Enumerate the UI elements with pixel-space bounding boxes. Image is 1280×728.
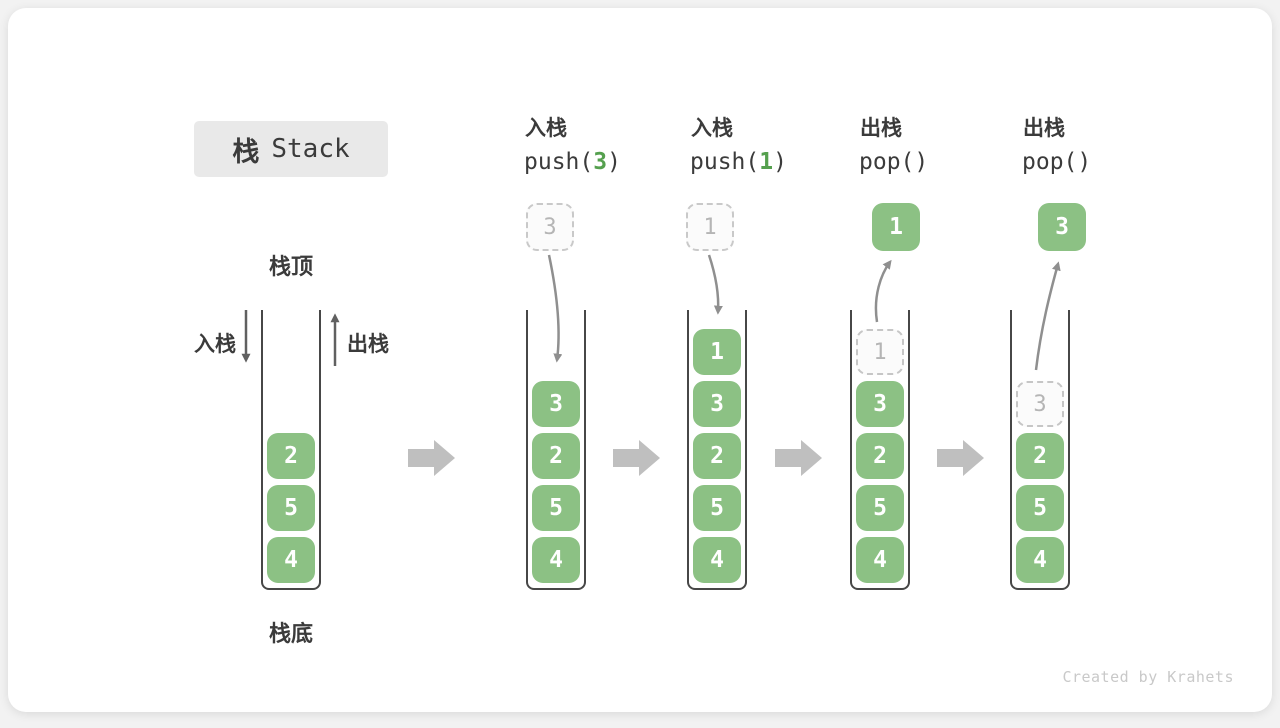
stack-cell: 3 (856, 381, 904, 427)
code-arg: 3 (593, 149, 608, 175)
block-right-arrow-icon (937, 440, 984, 476)
stack-cell: 4 (267, 537, 315, 583)
push-direction-label: 入栈 (194, 333, 236, 356)
incoming-value-box: 3 (526, 203, 574, 251)
stack-cell: 2 (693, 433, 741, 479)
stack-cell: 2 (856, 433, 904, 479)
stack-cell: 2 (532, 433, 580, 479)
code-post: ) (607, 149, 621, 175)
stack-cell: 3 (693, 381, 741, 427)
code-pre: pop() (1022, 149, 1092, 175)
stage-op-label: 入栈 (691, 117, 733, 140)
stack-cell: 2 (267, 433, 315, 479)
stack-cell: 5 (693, 485, 741, 531)
stack-cell: 4 (856, 537, 904, 583)
code-arg: 1 (759, 149, 774, 175)
stack-cell: 5 (856, 485, 904, 531)
stack-cell: 5 (1016, 485, 1064, 531)
block-right-arrow-icon (775, 440, 822, 476)
stage-op-label: 入栈 (525, 117, 567, 140)
stack-cell: 5 (532, 485, 580, 531)
block-right-arrow-icon (408, 440, 455, 476)
ghost-cell: 1 (856, 329, 904, 375)
code-pre: push( (524, 149, 594, 175)
curved-down-arrow-icon (707, 254, 723, 315)
code-pre: push( (690, 149, 760, 175)
stack-cell: 2 (1016, 433, 1064, 479)
popped-value-box: 3 (1038, 203, 1086, 251)
stage-op-code: pop() (859, 149, 928, 175)
ghost-cell: 3 (1016, 381, 1064, 427)
popped-value-box: 1 (872, 203, 920, 251)
credit-text: Created by Krahets (1062, 668, 1234, 686)
stage-op-label: 出栈 (1023, 117, 1065, 140)
stack-cell: 4 (1016, 537, 1064, 583)
title-zh: 栈 (232, 136, 260, 167)
diagram-canvas: 栈 Stack 栈顶 栈底 入栈 出栈 2 5 4 入栈 push(3) 3 3… (8, 8, 1272, 712)
stack-top-label: 栈顶 (268, 254, 313, 279)
stage-op-code: push(1) (690, 149, 787, 175)
stack-cell: 4 (532, 537, 580, 583)
stack-cell: 4 (693, 537, 741, 583)
incoming-value-box: 1 (686, 203, 734, 251)
code-post: ) (773, 149, 787, 175)
stage-op-code: push(3) (524, 149, 621, 175)
stack-bottom-label: 栈底 (268, 621, 313, 646)
stage-op-code: pop() (1022, 149, 1091, 175)
stack-cell: 5 (267, 485, 315, 531)
arrows-overlay (241, 254, 1061, 476)
stack-cell: 1 (693, 329, 741, 375)
stage-op-label: 出栈 (860, 117, 902, 140)
title-en: Stack (271, 134, 350, 164)
title-badge: 栈 Stack (194, 121, 388, 177)
stack-cell: 3 (532, 381, 580, 427)
pop-direction-label: 出栈 (347, 333, 389, 356)
block-right-arrow-icon (613, 440, 660, 476)
code-pre: pop() (859, 149, 929, 175)
